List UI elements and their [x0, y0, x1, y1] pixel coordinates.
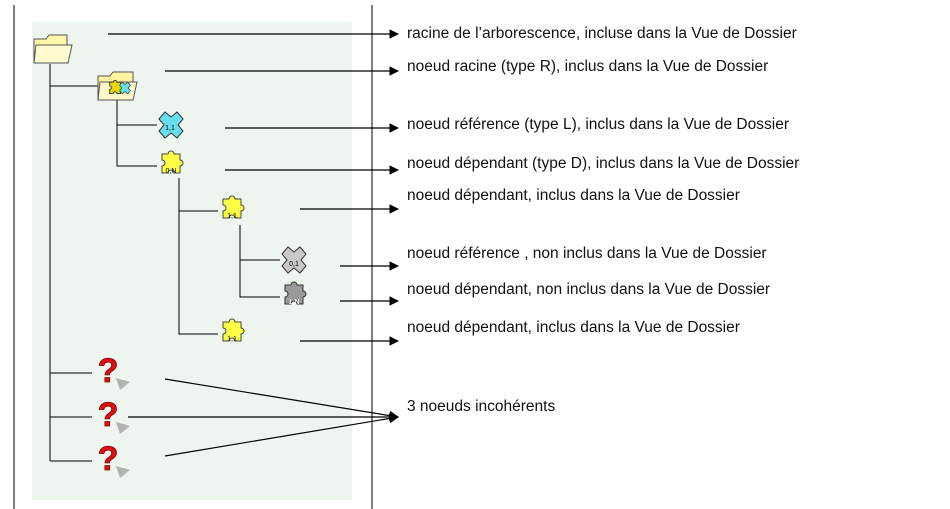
folder-icon — [33, 34, 73, 64]
cardinality-label: 0,N — [166, 168, 177, 175]
dependent-node-icon: 1,1 — [222, 195, 245, 220]
question-mark-icon: ? — [97, 396, 130, 434]
svg-text:?: ? — [98, 396, 119, 434]
tree-panel — [32, 22, 352, 500]
tree-connectors — [49, 64, 280, 462]
label-noeud-dependant-inclus-1: noeud dépendant, inclus dans la Vue de D… — [407, 187, 740, 204]
label-noeud-dependant-D: noeud dépendant (type D), inclus dans la… — [407, 155, 800, 172]
arrows — [108, 29, 399, 457]
dependent-node-icon: 1,1 — [222, 318, 245, 343]
svg-text:?: ? — [98, 352, 119, 390]
question-mark-icon: ? — [97, 440, 130, 478]
label-incoherents: 3 noeuds incohérents — [407, 398, 556, 415]
cardinality-label: 1,1 — [227, 336, 237, 343]
label-noeud-reference-L: noeud référence (type L), inclus dans la… — [407, 116, 789, 133]
label-noeud-racine: noeud racine (type R), inclus dans la Vu… — [407, 58, 769, 75]
dependent-node-icon: 0,N — [161, 150, 184, 175]
root-node-icon — [97, 71, 138, 101]
svg-text:?: ? — [98, 440, 119, 478]
cardinality-label: 0,1 — [289, 261, 299, 268]
reference-node-icon: 1,1 — [158, 111, 184, 139]
dependent-node-icon: 1,N — [284, 281, 307, 306]
cardinality-label: 1,1 — [165, 125, 175, 132]
label-noeud-dependant-inclus-2: noeud dépendant, inclus dans la Vue de D… — [407, 319, 740, 336]
cardinality-label: 1,1 — [227, 213, 237, 220]
reference-node-icon: 0,1 — [281, 246, 307, 274]
label-noeud-reference-non-inclus: noeud référence , non inclus dans la Vue… — [407, 245, 767, 262]
cardinality-label: 1,N — [289, 299, 300, 306]
question-mark-icon: ? — [97, 352, 130, 390]
label-noeud-dependant-non-inclus: noeud dépendant, non inclus dans la Vue … — [407, 281, 771, 298]
label-racine-arborescence: racine de l’arborescence, incluse dans l… — [407, 25, 797, 42]
